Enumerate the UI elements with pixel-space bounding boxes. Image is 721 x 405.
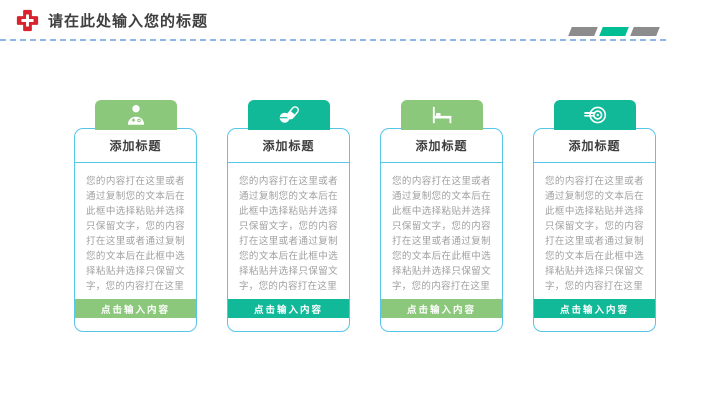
card-body-text: 您的内容打在这里或者通过复制您的文本后在此框中选择粘贴并选择只保留文字，您的内容… [392,176,491,292]
card-body-text: 您的内容打在这里或者通过复制您的文本后在此框中选择粘贴并选择只保留文字，您的内容… [239,176,338,292]
slide-header: 请在此处输入您的标题 [0,0,666,41]
card-icon-tab [94,100,177,130]
decor-block [568,27,598,36]
card-body-text: 您的内容打在这里或者通过复制您的文本后在此框中选择粘贴并选择只保留文字，您的内容… [86,176,185,292]
enter-content-button[interactable]: 点击输入内容 [228,299,349,318]
decor-blocks [568,27,660,36]
card-grid: 添加标题 您的内容打在这里或者通过复制您的文本后在此框中选择粘贴并选择只保留文字… [74,100,656,332]
pills-icon [279,106,299,123]
enter-content-button[interactable]: 点击输入内容 [534,299,655,318]
decor-block [599,27,629,36]
content-card: 添加标题 您的内容打在这里或者通过复制您的文本后在此框中选择粘贴并选择只保留文字… [227,100,350,332]
page-title: 请在此处输入您的标题 [48,12,209,30]
enter-content-button[interactable]: 点击输入内容 [381,299,502,318]
content-card: 添加标题 您的内容打在这里或者通过复制您的文本后在此框中选择粘贴并选择只保留文字… [533,100,656,332]
decor-block [630,27,660,36]
card-title: 添加标题 [75,129,196,163]
content-card: 添加标题 您的内容打在这里或者通过复制您的文本后在此框中选择粘贴并选择只保留文字… [380,100,503,332]
doctor-icon [127,105,144,125]
mri-icon [583,106,606,124]
card-body-text: 您的内容打在这里或者通过复制您的文本后在此框中选择粘贴并选择只保留文字，您的内容… [545,176,644,292]
card-icon-tab [247,100,330,130]
content-card: 添加标题 您的内容打在这里或者通过复制您的文本后在此框中选择粘贴并选择只保留文字… [74,100,197,332]
card-icon-tab [400,100,483,130]
enter-content-button[interactable]: 点击输入内容 [75,299,196,318]
medical-cross-icon [16,9,39,32]
card-title: 添加标题 [381,129,502,163]
bed-icon [432,106,451,124]
card-title: 添加标题 [534,129,655,163]
card-title: 添加标题 [228,129,349,163]
card-icon-tab [553,100,636,130]
